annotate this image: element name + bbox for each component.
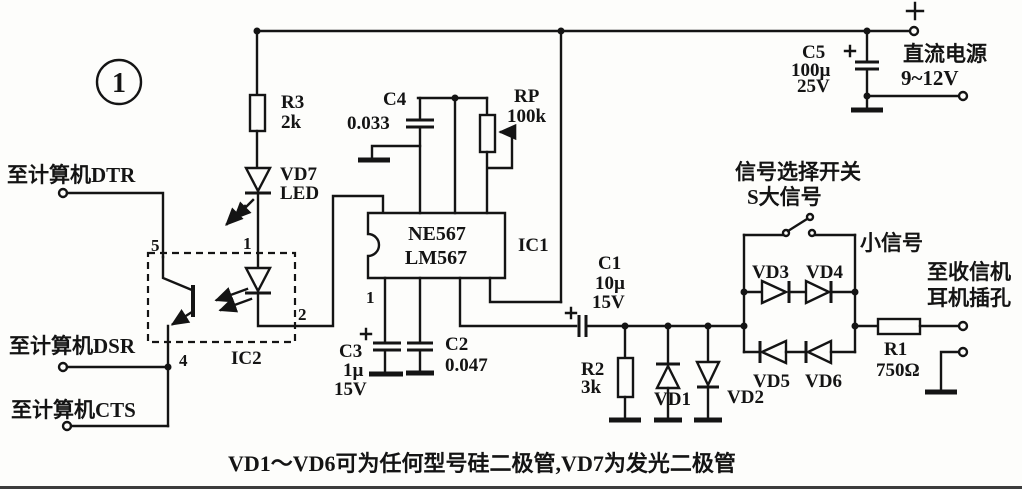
ic2-pin5-label: 5	[151, 236, 160, 255]
ic1-chip	[366, 211, 507, 280]
vd4-name-label: VD4	[806, 262, 843, 283]
ic1-part1-label: NE567	[408, 223, 466, 245]
vd1-name-label: VD1	[654, 389, 691, 410]
ic1-part2-label: LM567	[405, 247, 467, 269]
cts-terminal-label: 至计算机CTS	[11, 398, 136, 422]
figure-number: 1	[112, 68, 126, 99]
r3-name-label: R3	[281, 92, 304, 113]
resistor-r1	[853, 317, 969, 336]
switch-small-label: 小信号	[860, 231, 923, 255]
c5-value-label: 100µ	[791, 60, 831, 81]
vd7-name-label: VD7	[280, 164, 317, 185]
caption: VD1～VD6可为任何型号硅二极管,VD7为发光二极管	[228, 451, 736, 476]
ic1-pin1-label: 1	[366, 288, 375, 307]
potentiometer-rp	[478, 96, 517, 215]
ic1-name-label: IC1	[518, 235, 549, 256]
r2-value-label: 3k	[581, 377, 602, 398]
figure-number-badge: 1	[95, 58, 143, 106]
plus-sign	[905, 1, 925, 21]
vd6-name-label: VD6	[805, 371, 842, 392]
ic2-name-label: IC2	[231, 348, 262, 369]
led-vd7	[225, 166, 272, 270]
vd3-name-label: VD3	[752, 262, 789, 283]
ic1-vplus-wire	[488, 276, 563, 304]
output-terminal-tip	[957, 320, 969, 332]
scan-artifact-bottom-edge	[0, 486, 1022, 489]
ic1-input-wire	[458, 276, 578, 328]
vd7-type-label: LED	[280, 183, 319, 204]
c1-name-label: C1	[598, 253, 621, 274]
optocoupler-ic2	[146, 194, 385, 428]
diode-vd2	[694, 324, 722, 423]
r1-name-label: R1	[884, 339, 907, 360]
diode-vd1	[654, 324, 682, 423]
c2-name-label: C2	[445, 334, 468, 355]
c4-name-label: C4	[383, 89, 407, 110]
c1-value-label: 10µ	[595, 273, 625, 294]
switch-title-label: 信号选择开关	[735, 160, 861, 184]
capacitor-c3	[359, 276, 403, 377]
diode-vd3	[742, 279, 791, 305]
opto-led-diode	[244, 266, 272, 294]
c3-voltage-label: 15V	[334, 379, 367, 400]
c1-voltage-label: 15V	[592, 292, 625, 313]
timing-rail	[416, 94, 489, 215]
phototransistor	[161, 255, 195, 428]
output-dest1-label: 至收信机	[927, 260, 1011, 284]
output-ground-wire	[925, 346, 969, 395]
resistor-r3	[248, 29, 267, 170]
dtr-wire	[57, 187, 165, 259]
power-terminals	[905, 1, 969, 102]
capacitor-c2	[406, 276, 434, 376]
rp-name-label: RP	[514, 86, 540, 107]
switch-s	[742, 212, 857, 238]
diode-vd5	[742, 339, 788, 365]
dtr-terminal-label: 至计算机DTR	[7, 163, 136, 187]
c5-voltage-label: 25V	[797, 76, 830, 97]
capacitor-c5	[843, 29, 961, 113]
c2-value-label: 0.047	[445, 355, 488, 376]
c3-name-label: C3	[339, 341, 362, 362]
vd5-name-label: VD5	[753, 371, 790, 392]
resistor-r2	[609, 324, 641, 423]
power-range-label: 9~12V	[901, 66, 959, 90]
power-terminal-plus	[908, 25, 920, 37]
ic2-pin2-label: 2	[298, 305, 307, 324]
power-terminal-minus	[957, 90, 969, 102]
r1-value-label: 750Ω	[876, 360, 920, 381]
capacitor-c4	[358, 96, 434, 215]
switch-large-label: S大信号	[747, 185, 822, 209]
dsr-wire	[57, 361, 172, 373]
ic2-pin1-label: 1	[243, 234, 252, 253]
diode-vd4	[787, 279, 857, 305]
capacitor-c1	[564, 306, 748, 337]
c4-value-label: 0.033	[347, 113, 390, 134]
c5-name-label: C5	[802, 42, 825, 63]
vd2-name-label: VD2	[727, 387, 764, 408]
rp-value-label: 100k	[507, 106, 547, 127]
diode-vd6	[784, 339, 857, 365]
r3-value-label: 2k	[281, 112, 302, 133]
cts-wire	[61, 420, 170, 432]
signal-select-network	[740, 212, 859, 365]
ic2-pin4-label: 4	[179, 351, 188, 370]
r2-name-label: R2	[581, 359, 604, 380]
dsr-terminal-label: 至计算机DSR	[9, 334, 136, 358]
output-dest2-label: 耳机插孔	[927, 286, 1011, 310]
c3-value-label: 1µ	[343, 360, 364, 381]
power-name-label: 直流电源	[903, 42, 987, 66]
